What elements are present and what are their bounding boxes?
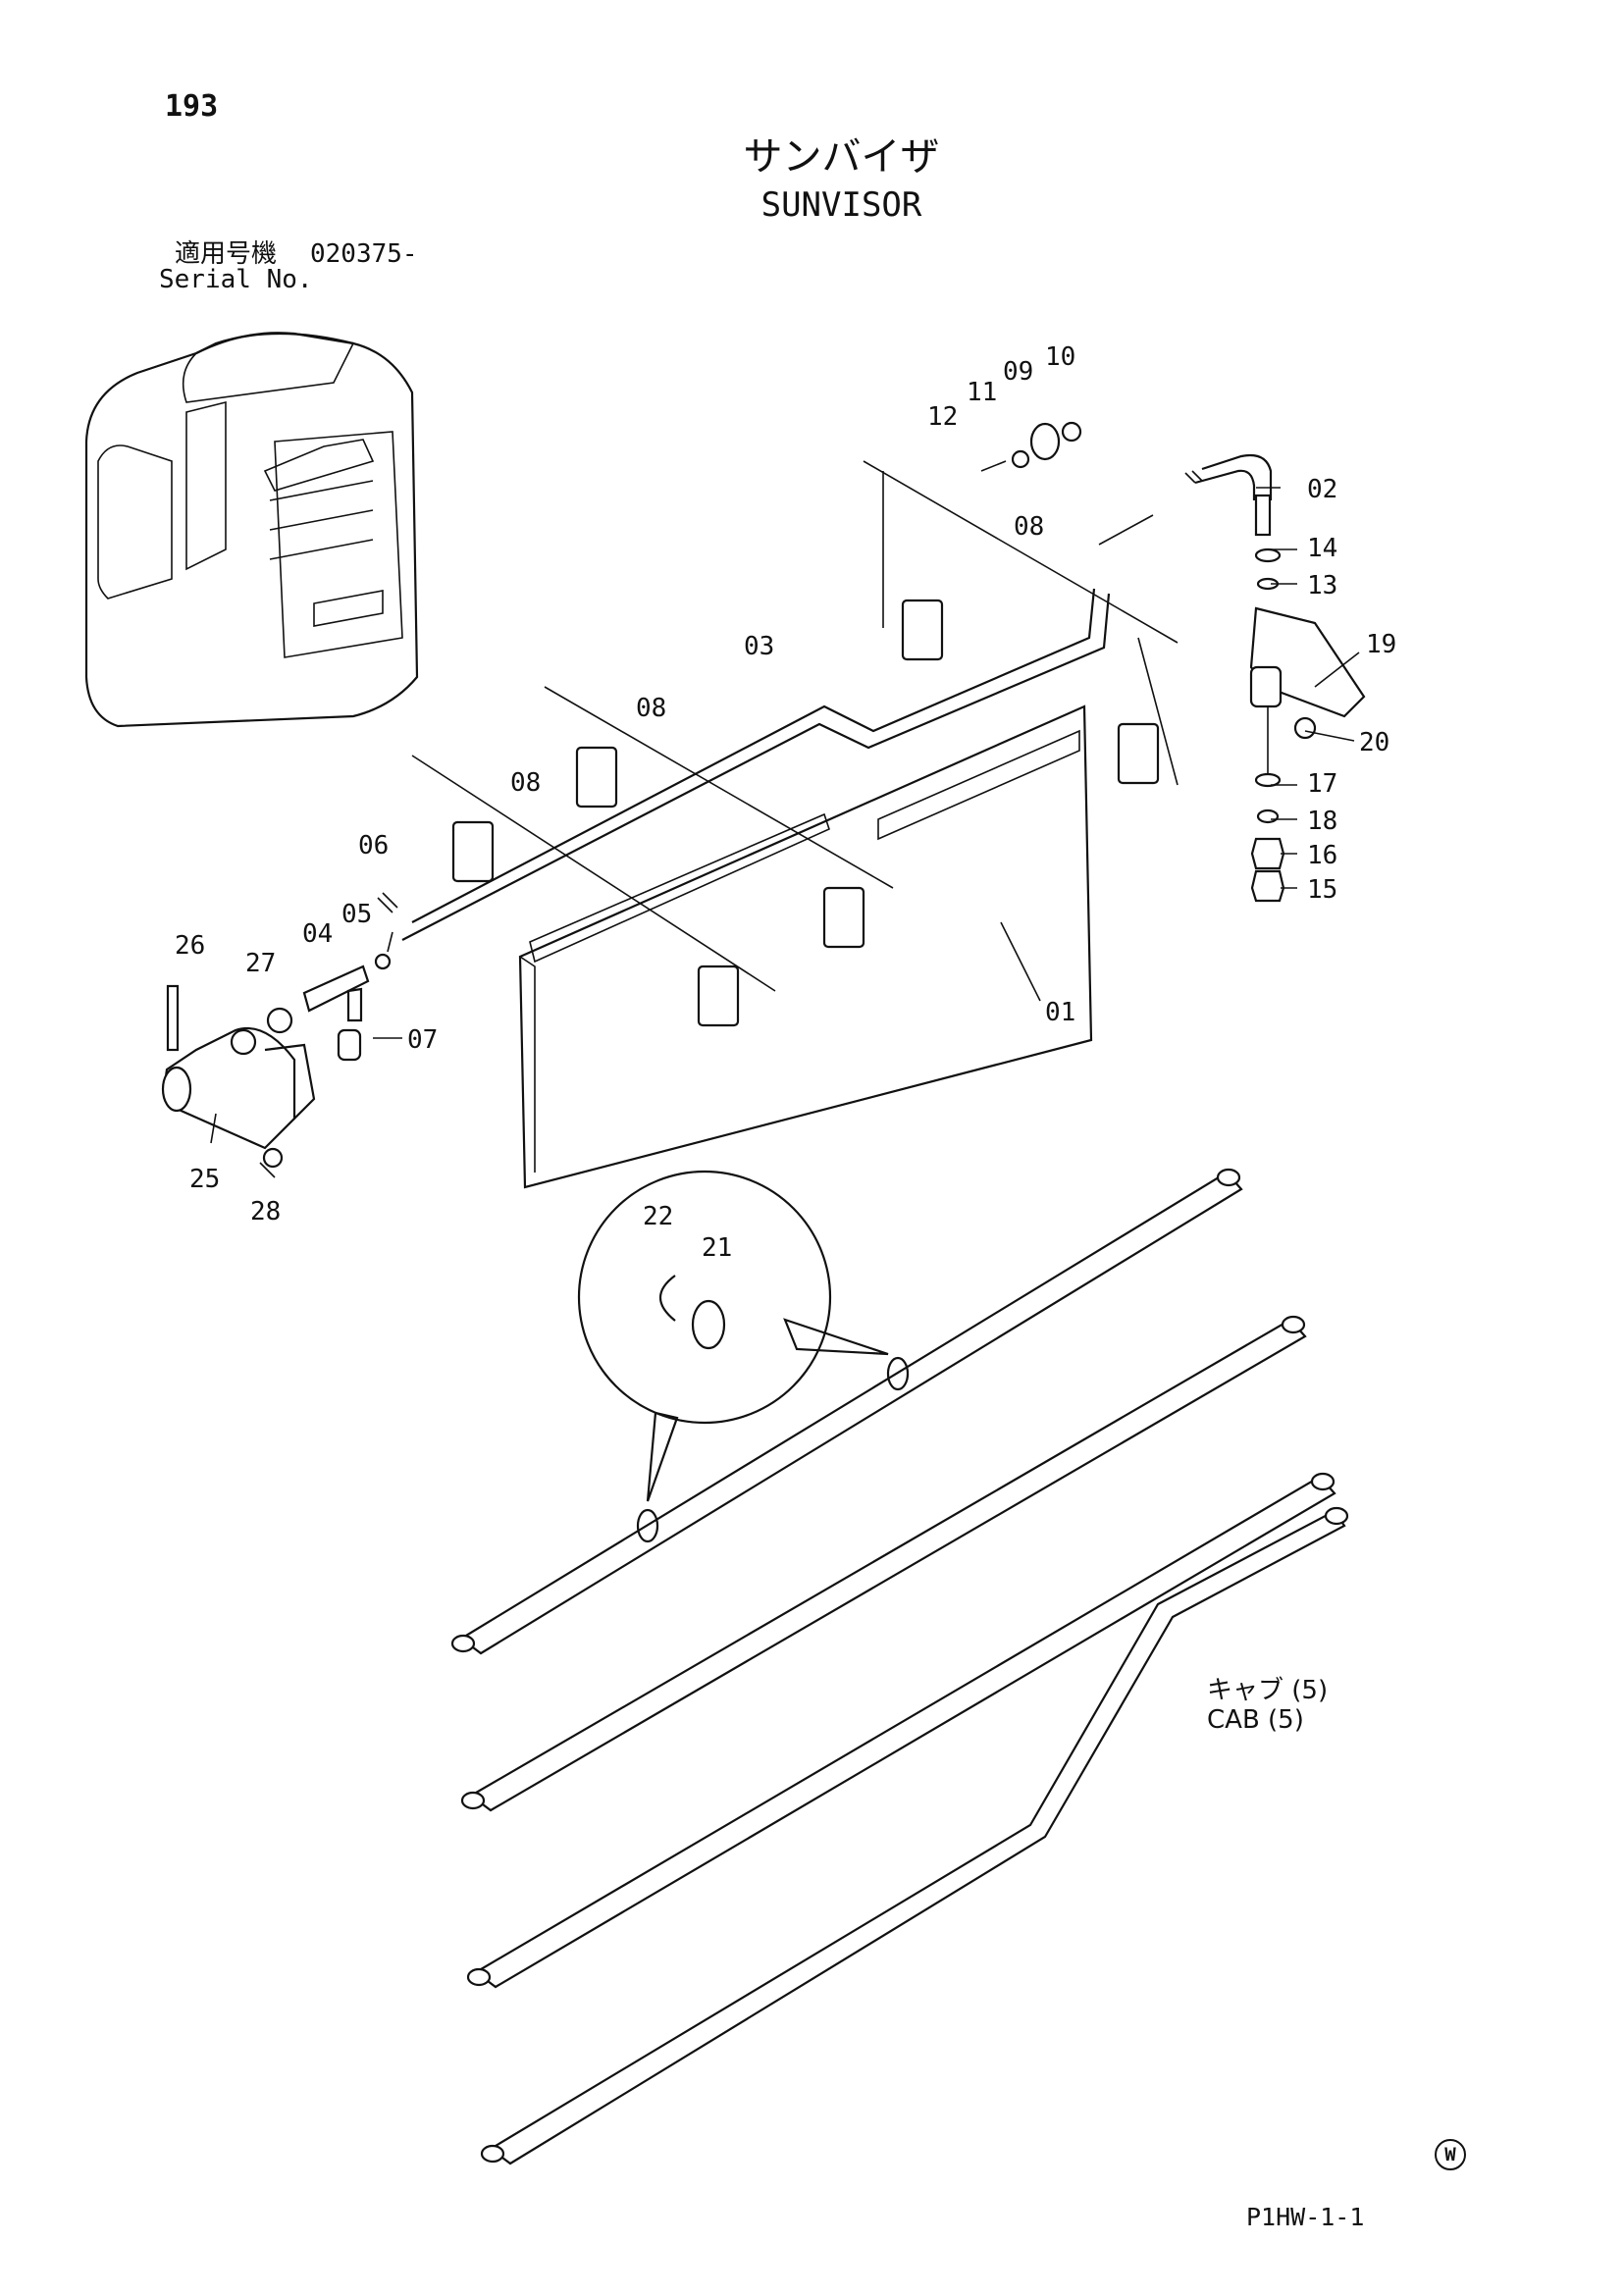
shaft-03 — [401, 588, 1111, 941]
callout-21: 21 — [702, 1233, 732, 1263]
callout-04: 04 — [302, 919, 333, 949]
callout-07: 07 — [407, 1025, 438, 1055]
serial-label-english: Serial No. — [159, 265, 313, 294]
callout-20: 20 — [1359, 728, 1389, 757]
assembly-lines — [411, 460, 1179, 992]
callout-08c: 08 — [510, 768, 541, 798]
cab-illustration — [84, 332, 419, 728]
callout-08a: 08 — [1014, 512, 1044, 542]
small-hardware — [166, 421, 1366, 1169]
hinges — [451, 599, 1160, 1027]
callout-15: 15 — [1307, 875, 1337, 905]
callout-12: 12 — [927, 402, 958, 432]
callout-11: 11 — [967, 378, 997, 407]
callout-19: 19 — [1366, 630, 1396, 659]
callout-leaders — [210, 487, 1360, 1178]
grab-rails — [450, 1168, 1349, 2165]
callout-28: 28 — [250, 1197, 281, 1226]
callout-01: 01 — [1045, 998, 1075, 1027]
callout-22: 22 — [643, 1202, 673, 1231]
callout-02: 02 — [1307, 475, 1337, 504]
callout-10: 10 — [1045, 342, 1075, 372]
callout-26: 26 — [175, 931, 205, 961]
page-number: 193 — [165, 89, 219, 124]
page-code: P1HW-1-1 — [1246, 2203, 1365, 2231]
callout-17: 17 — [1307, 769, 1337, 799]
callout-numbers: 01 02 03 04 05 06 07 08 08 08 09 10 11 1… — [175, 342, 1396, 1263]
callout-03: 03 — [744, 632, 774, 661]
callout-13: 13 — [1307, 571, 1337, 600]
callout-08b: 08 — [636, 694, 666, 723]
callout-25: 25 — [189, 1165, 220, 1194]
cab-note-english: CAB (5) — [1207, 1705, 1304, 1735]
callout-06: 06 — [358, 831, 389, 861]
callout-05: 05 — [341, 900, 372, 929]
pivot-bracket-25 — [161, 1026, 316, 1150]
callout-09: 09 — [1003, 357, 1033, 387]
callout-27: 27 — [245, 949, 276, 978]
serial-value: 020375- — [310, 239, 418, 269]
cab-note-japanese: キャブ (5) — [1207, 1676, 1329, 1705]
title-japanese: サンバイザ — [743, 134, 940, 180]
visor-panel-01 — [518, 704, 1093, 1189]
callout-16: 16 — [1307, 841, 1337, 870]
callout-14: 14 — [1307, 534, 1337, 563]
title-english: SUNVISOR — [760, 185, 922, 225]
detail-circle — [577, 1170, 889, 1502]
serial-label-japanese: 適用号機 — [175, 239, 278, 269]
w-circle-mark: W — [1435, 2139, 1466, 2170]
callout-18: 18 — [1307, 807, 1337, 836]
rod-02 — [1184, 453, 1273, 537]
